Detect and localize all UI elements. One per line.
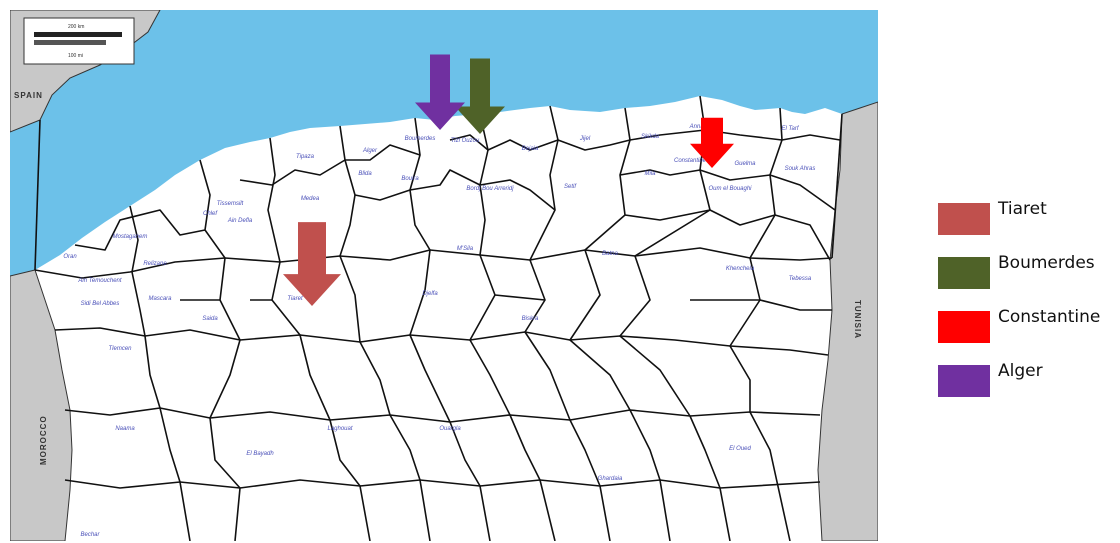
wilaya-label: Tizi Ouzou	[451, 138, 480, 144]
wilaya-label: Annaba	[689, 124, 711, 130]
wilaya-label: Saida	[202, 316, 218, 322]
wilaya-label: Medea	[301, 196, 320, 202]
wilaya-label: Oran	[63, 254, 77, 260]
scale-bottom-label: 100 mi	[68, 53, 83, 59]
wilaya-label: Naama	[115, 426, 135, 432]
wilaya-label: Ghardaia	[598, 476, 623, 482]
wilaya-label: Bejaia	[522, 146, 539, 152]
wilaya-label: Relizane	[143, 261, 167, 267]
wilaya-label: Jijel	[579, 136, 591, 142]
wilaya-label: Mostaganem	[113, 234, 148, 240]
wilaya-label: Laghouat	[327, 426, 352, 432]
wilaya-label: Tlemcen	[108, 346, 132, 352]
wilaya-borders	[34, 95, 841, 541]
wilaya-label: Blida	[358, 171, 372, 177]
wilaya-label: Souk Ahras	[785, 166, 816, 172]
wilaya-label: Sidi Bel Abbes	[81, 301, 120, 307]
wilaya-label: El Oued	[729, 446, 751, 452]
arrow-marker-boumerdes	[455, 58, 505, 134]
legend-label: Tiaret	[998, 199, 1047, 219]
map-bounding-lines	[34, 113, 843, 271]
wilaya-label: Khenchela	[726, 266, 755, 272]
wilaya-label: Skikda	[641, 134, 660, 140]
wilaya-label: El Tarf	[781, 126, 799, 132]
legend-item: Alger	[938, 359, 1120, 413]
wilaya-label: Oum el Bouaghi	[708, 186, 752, 192]
arrow-marker-alger	[415, 54, 465, 130]
wilaya-label: M'Sila	[457, 246, 474, 252]
country-label-tunisia: TUNISIA	[853, 300, 862, 339]
legend-swatch	[938, 311, 990, 343]
wilaya-label: El Bayadh	[246, 451, 274, 457]
country-label-morocco: MOROCCO	[39, 415, 48, 465]
arrow-marker-tiaret	[283, 222, 341, 306]
legend-swatch	[938, 257, 990, 289]
wilaya-label: Guelma	[734, 161, 756, 167]
legend-item: Boumerdes	[938, 251, 1120, 305]
legend-label: Constantine	[998, 307, 1101, 327]
wilaya-label: Constantine	[674, 158, 707, 164]
legend-swatch	[938, 365, 990, 397]
legend-item: Tiaret	[938, 197, 1120, 251]
legend-item: Constantine	[938, 305, 1120, 359]
wilaya-label: Biskra	[522, 316, 539, 322]
wilaya-label: Ain Defla	[227, 218, 253, 224]
wilaya-label: Djelfa	[422, 291, 438, 297]
legend-label: Alger	[998, 361, 1043, 381]
scale-top-label: 200 km	[68, 24, 84, 30]
scale-bar-mi	[34, 40, 106, 45]
mediterranean-sea	[10, 10, 878, 276]
wilaya-label: Mila	[644, 171, 656, 177]
scale-bar-km	[34, 32, 122, 37]
wilaya-label: Tipaza	[296, 154, 315, 160]
arrow-marker-constantine	[690, 117, 734, 168]
legend-swatch	[938, 203, 990, 235]
wilaya-markers	[283, 54, 734, 306]
country-label-spain: SPAIN	[14, 91, 43, 100]
wilaya-label: Batna	[602, 251, 618, 257]
wilaya-label: Alger	[362, 148, 378, 154]
legend-label: Boumerdes	[998, 253, 1095, 273]
wilaya-label: Bechar	[80, 532, 100, 538]
wilaya-label: Chlef	[203, 211, 218, 217]
wilaya-label: Tissemsilt	[217, 201, 244, 207]
wilaya-label: Tiaret	[287, 296, 303, 302]
wilaya-label: Ain Temouchent	[77, 278, 121, 284]
wilaya-label: Bordj Bou Arreridj	[466, 186, 514, 192]
wilaya-label: Bouira	[401, 176, 419, 182]
scale-bar: 200 km 100 mi	[23, 17, 135, 65]
wilaya-label: Tebessa	[789, 276, 812, 282]
wilaya-label: Boumerdes	[405, 136, 436, 142]
wilaya-label: Setif	[564, 184, 577, 190]
wilaya-label: Mascara	[148, 296, 172, 302]
wilaya-label: Ouargla	[439, 426, 461, 432]
